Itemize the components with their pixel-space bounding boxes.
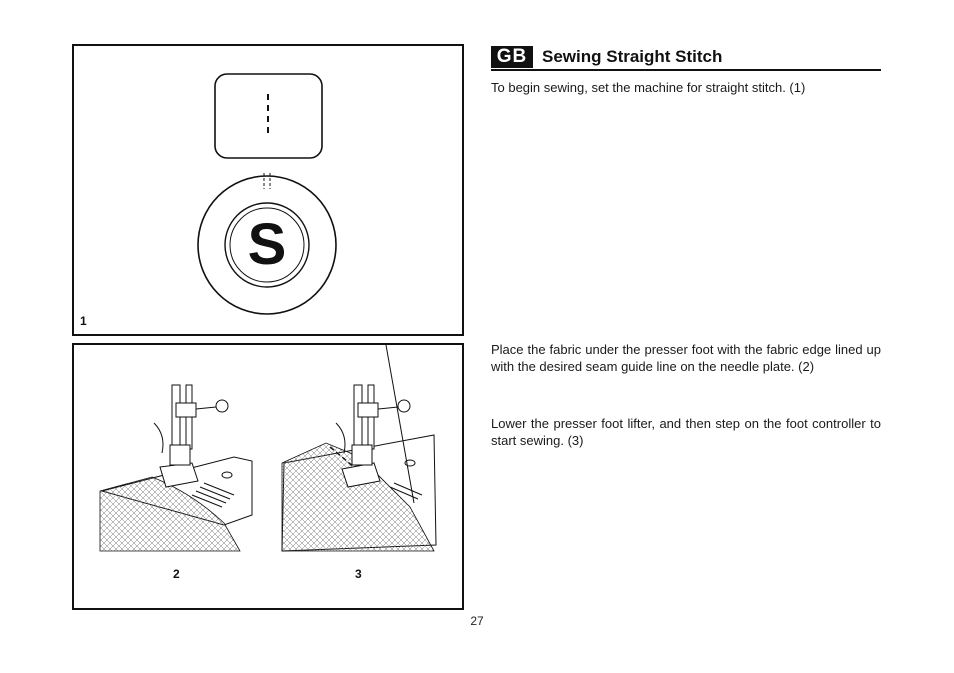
figure-2-illustration [99, 384, 253, 552]
figure-3-illustration [281, 345, 437, 552]
figure-1-label: 1 [80, 314, 87, 328]
language-badge: GB [491, 46, 533, 68]
page-number: 27 [470, 614, 484, 628]
stitch-selector-illustration: S [197, 73, 337, 315]
instruction-paragraph-2: Place the fabric under the presser foot … [491, 342, 881, 374]
dial-letter-s: S [248, 212, 287, 277]
figure-2-label: 2 [173, 567, 180, 581]
presser-foot-illustrations [99, 345, 437, 552]
figure-1-panel: S 1 [72, 44, 464, 336]
figure-3-label: 3 [355, 567, 362, 581]
section-title: Sewing Straight Stitch [542, 47, 723, 66]
title-underline [491, 69, 881, 71]
instruction-paragraph-1: To begin sewing, set the machine for str… [491, 80, 806, 95]
instruction-paragraph-3: Lower the presser foot lifter, and then … [491, 416, 881, 448]
figure-2-3-panel: 2 3 [72, 343, 464, 610]
dial-center [229, 207, 305, 283]
